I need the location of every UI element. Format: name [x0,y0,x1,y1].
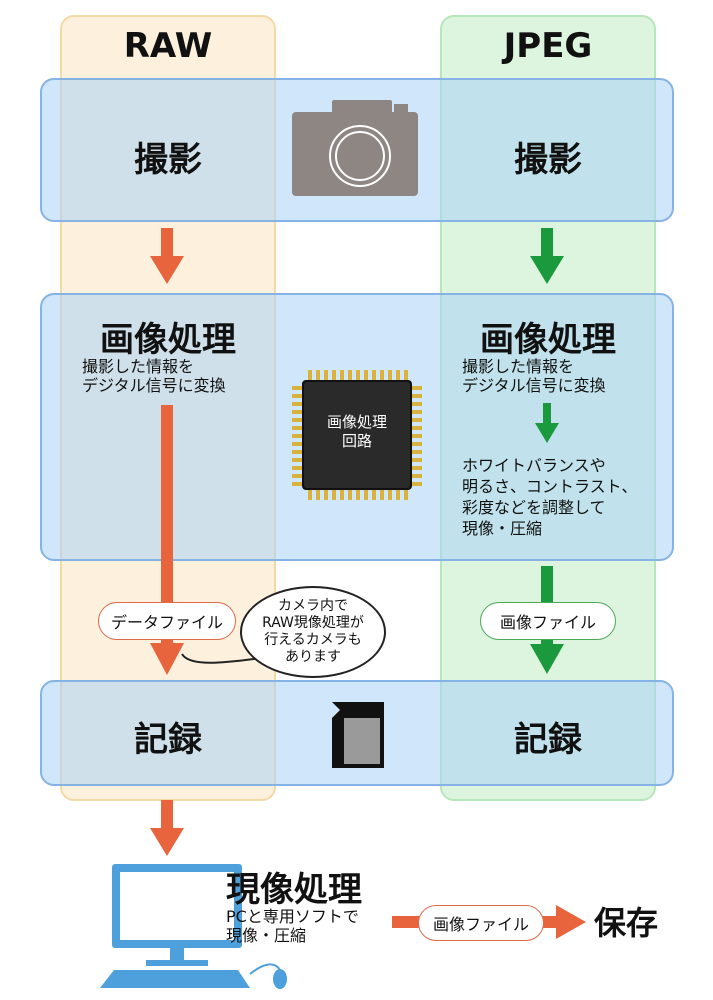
jpeg-column-title: JPEG [503,26,593,66]
jpeg-arrow-small [535,403,559,443]
raw-arrow-1 [150,228,184,284]
raw-arrow-3 [150,800,184,856]
jpeg-adjust-desc: ホワイトバランスや 明るさ、コントラスト、 彩度などを調整して 現像・圧縮 [462,456,638,538]
raw-record-label: 記録 [134,720,202,760]
develop-file-pill: 画像ファイル [418,905,544,941]
raw-processing-label: 画像処理 [100,320,236,360]
chip-label: 画像処理 回路 [326,413,387,450]
jpeg-processing-label: 画像処理 [480,320,616,360]
raw-capture-label: 撮影 [134,140,202,180]
jpeg-processing-desc: 撮影した情報を デジタル信号に変換 [462,357,606,395]
chip-icon [292,370,422,500]
speech-tail [181,653,263,664]
raw-column-title: RAW [123,26,213,66]
save-label: 保存 [594,904,659,942]
speech-bubble: カメラ内で RAW現像処理が 行えるカメラも あります [240,586,386,678]
camera-icon [292,100,418,196]
jpeg-file-pill: 画像ファイル [480,602,616,640]
sd-card-icon [332,702,384,768]
develop-title: 現像処理 [226,870,362,910]
jpeg-capture-label: 撮影 [514,140,582,180]
raw-arrow-2 [150,405,184,675]
computer-icon [100,864,287,989]
raw-processing-desc: 撮影した情報を デジタル信号に変換 [82,357,226,395]
jpeg-record-label: 記録 [514,720,582,760]
develop-desc: PCと専用ソフトで 現像・圧縮 [226,907,359,945]
jpeg-arrow-1 [530,228,564,284]
raw-file-pill: データファイル [98,602,236,640]
